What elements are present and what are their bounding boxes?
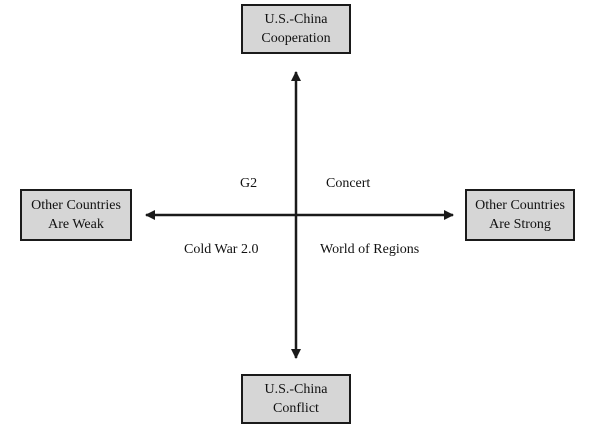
quadrant-label-concert: Concert: [326, 176, 371, 191]
top-box-line1: U.S.-China: [264, 12, 328, 27]
bottom-box-line1: U.S.-China: [264, 382, 328, 397]
quadrant-label-g2: G2: [240, 176, 258, 191]
top-box-cooperation: U.S.-China Cooperation: [241, 4, 351, 54]
quadrant-label-cold-war: Cold War 2.0: [184, 242, 259, 257]
right-box-strong: Other Countries Are Strong: [465, 189, 575, 241]
top-box-line2: Cooperation: [261, 31, 331, 46]
right-box-line2: Are Strong: [489, 217, 551, 232]
quadrant-label-world-of-regions: World of Regions: [320, 242, 420, 257]
left-box-line2: Are Weak: [48, 217, 104, 232]
bottom-box-conflict: U.S.-China Conflict: [241, 374, 351, 424]
left-box-line1: Other Countries: [31, 198, 121, 213]
left-box-weak: Other Countries Are Weak: [20, 189, 132, 241]
right-box-line1: Other Countries: [475, 198, 565, 213]
bottom-box-line2: Conflict: [273, 401, 319, 416]
